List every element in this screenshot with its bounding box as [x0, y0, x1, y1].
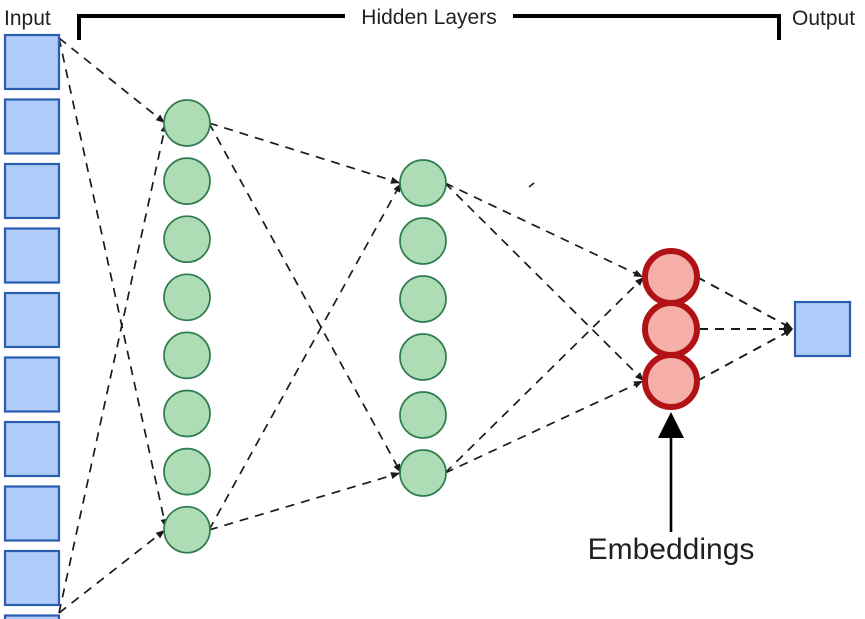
connection-input-to-hidden1-arrowhead-0: [155, 114, 165, 123]
node-hidden-2-4[interactable]: [399, 391, 447, 439]
node-input-9[interactable]: [3, 614, 61, 619]
hidden-layers-label: Hidden Layers: [361, 6, 496, 29]
node-hidden-1-7[interactable]: [163, 505, 211, 554]
connection-hidden2-to-embeddings-0: [444, 182, 644, 278]
node-hidden-1-1[interactable]: [163, 157, 211, 205]
input-layer-label: Input: [4, 7, 51, 30]
connection-input-to-hidden1-3: [58, 529, 166, 614]
node-embeddings-2[interactable]: [642, 352, 700, 410]
connection-input-to-hidden1-1: [58, 37, 167, 529]
connection-embeddings-to-output-0: [696, 276, 794, 330]
connection-hidden1-to-hidden2-1: [208, 122, 402, 474]
node-input-2[interactable]: [3, 162, 61, 220]
connection-hidden1-to-hidden2-0: [208, 122, 401, 184]
connection-hidden2-to-embeddings-arrowhead-3: [633, 381, 643, 389]
connection-embeddings-to-output-2: [696, 328, 794, 382]
embeddings-pointer-arrow: [658, 412, 684, 532]
connection-input-to-hidden1-0: [58, 37, 166, 124]
connection-hidden2-to-embeddings-arrowhead-2: [635, 277, 644, 286]
connection-hidden2-to-embeddings-arrowhead-1: [635, 372, 644, 381]
node-hidden-2-2[interactable]: [399, 275, 447, 323]
node-hidden-2-5[interactable]: [399, 449, 447, 497]
node-hidden-1-4[interactable]: [163, 331, 211, 380]
node-hidden-1-0[interactable]: [163, 99, 211, 147]
node-input-1[interactable]: [3, 98, 61, 155]
hidden-layers-bracket: [77, 14, 781, 40]
connection-lines-group: [58, 37, 794, 614]
diagram-text-labels: Input Hidden Layers Output Embeddings: [4, 6, 855, 566]
connection-input-to-hidden1-arrowhead-3: [155, 530, 165, 539]
node-input-5[interactable]: [3, 356, 61, 413]
connection-hidden1-to-hidden2-arrowhead-0: [390, 176, 400, 184]
connection-input-to-hidden1-2: [58, 122, 167, 614]
stray-mark: [528, 182, 535, 188]
node-hidden-1-5[interactable]: [163, 389, 211, 438]
node-hidden-1-6[interactable]: [163, 447, 211, 496]
node-input-7[interactable]: [3, 485, 61, 542]
node-input-3[interactable]: [3, 227, 61, 284]
connection-hidden2-to-embeddings-arrowhead-0: [633, 269, 643, 277]
connection-hidden2-to-embeddings-1: [444, 182, 645, 382]
connection-hidden1-to-hidden2-3: [208, 472, 401, 531]
node-input-0[interactable]: [3, 33, 61, 91]
node-input-6[interactable]: [3, 420, 61, 478]
output-layer-label: Output: [792, 7, 855, 30]
embeddings-annotation-label: Embeddings: [588, 533, 755, 566]
connection-hidden1-to-hidden2-arrowhead-1: [393, 463, 401, 473]
node-embeddings-1[interactable]: [642, 300, 700, 358]
embeddings-arrow-head: [658, 412, 684, 438]
node-output-0[interactable]: [793, 300, 852, 358]
node-input-8[interactable]: [3, 549, 61, 607]
node-input-4[interactable]: [3, 291, 61, 349]
connection-hidden1-to-hidden2-2: [208, 182, 402, 531]
connection-hidden2-to-embeddings-3: [444, 380, 644, 474]
node-hidden-2-0[interactable]: [399, 159, 447, 207]
connection-hidden1-to-hidden2-arrowhead-2: [393, 183, 401, 193]
connection-hidden1-to-hidden2-arrowhead-3: [390, 472, 400, 480]
node-hidden-2-1[interactable]: [399, 217, 447, 265]
connection-hidden2-to-embeddings-2: [444, 276, 645, 474]
node-embeddings-0[interactable]: [642, 248, 700, 306]
connection-embeddings-to-output-arrowhead-2: [783, 329, 793, 337]
node-hidden-1-3[interactable]: [163, 273, 211, 322]
node-hidden-2-3[interactable]: [399, 333, 447, 381]
node-hidden-1-2[interactable]: [163, 215, 211, 264]
network-nodes-group: [3, 33, 852, 619]
